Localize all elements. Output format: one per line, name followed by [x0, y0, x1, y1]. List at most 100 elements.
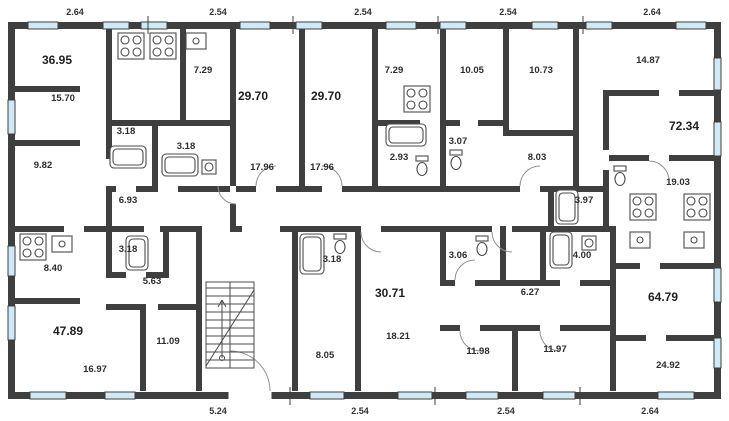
window — [585, 21, 613, 30]
room-area-label: 11.09 — [156, 336, 179, 347]
dimension-label: 2.54 — [499, 7, 517, 17]
door-arc — [648, 160, 670, 182]
window — [713, 337, 722, 369]
interior-walls — [8, 29, 721, 391]
sink-icon — [51, 235, 73, 253]
stove-icon — [683, 193, 711, 221]
toilet-icon — [449, 149, 463, 171]
window — [439, 21, 467, 30]
room-area-label: 16.97 — [83, 364, 107, 375]
top-dimensions-group: 2.64 2.54 2.54 2.54 2.64 — [66, 7, 661, 17]
apartment-area-label: 72.34 — [669, 119, 699, 133]
washer-icon — [201, 159, 217, 175]
bathtub-icon — [299, 233, 325, 275]
room-area-label: 6.93 — [119, 195, 138, 206]
room-area-labels-group: 15.70 9.82 7.29 3.18 3.18 6.93 17.96 17.… — [34, 55, 690, 375]
apartment-area-label: 29.70 — [238, 89, 268, 103]
sink-icon — [185, 32, 207, 50]
bathtub-icon — [109, 145, 147, 169]
dimension-label: 2.54 — [351, 406, 369, 416]
room-area-label: 8.40 — [44, 263, 63, 274]
room-area-label: 11.97 — [543, 344, 566, 355]
room-area-label: 11.98 — [466, 346, 489, 357]
window — [102, 21, 130, 30]
fixtures-group — [19, 32, 711, 275]
room-area-label: 3.18 — [119, 244, 138, 255]
apartment-area-label: 64.79 — [648, 290, 678, 304]
entrance-opening — [227, 350, 273, 399]
window — [140, 21, 168, 30]
window — [27, 21, 59, 30]
toilet-icon — [475, 235, 489, 257]
bottom-dimensions-group: 5.24 2.54 2.54 2.64 — [209, 406, 659, 416]
stove-icon — [19, 233, 47, 261]
room-area-label: 10.73 — [529, 65, 553, 76]
window — [713, 57, 722, 91]
room-area-label: 9.82 — [34, 160, 53, 171]
room-area-label: 15.70 — [51, 93, 75, 104]
stove-icon — [117, 32, 145, 60]
dimension-label: 2.64 — [643, 7, 661, 17]
toilet-icon — [613, 165, 627, 187]
room-area-label: 3.18 — [117, 126, 136, 137]
dimension-label: 2.54 — [209, 7, 227, 17]
door-arcs-group — [217, 160, 670, 352]
window — [713, 121, 722, 157]
window — [542, 391, 576, 400]
washer-icon — [581, 235, 597, 251]
room-area-label: 3.97 — [575, 195, 594, 206]
dimension-label: 2.54 — [497, 406, 515, 416]
dimension-label: 2.54 — [354, 7, 372, 17]
window — [385, 21, 417, 30]
bathtub-icon — [125, 235, 149, 271]
door-arc — [539, 330, 561, 352]
room-area-label: 14.87 — [636, 55, 660, 66]
room-area-label: 3.18 — [177, 141, 196, 152]
window — [7, 305, 16, 341]
room-area-label: 8.03 — [528, 152, 547, 163]
dimension-label: 2.64 — [66, 7, 84, 17]
section-ticks-group — [147, 16, 584, 405]
room-area-label: 5.63 — [143, 276, 162, 287]
room-area-label: 6.27 — [521, 287, 540, 298]
room-area-label: 2.93 — [390, 152, 409, 163]
door-arc — [217, 185, 237, 205]
window — [675, 21, 707, 30]
apartment-area-label: 47.89 — [53, 324, 83, 338]
door-arc — [459, 330, 481, 352]
room-area-label: 24.92 — [656, 360, 680, 371]
stove-icon — [149, 32, 177, 60]
room-area-label: 7.29 — [194, 65, 213, 76]
window — [7, 99, 16, 135]
room-area-label: 18.21 — [386, 331, 410, 342]
bathtub-icon — [555, 189, 579, 225]
toilet-icon — [333, 233, 347, 255]
apartment-area-label: 36.95 — [42, 53, 72, 67]
window — [397, 391, 433, 400]
window — [713, 267, 722, 303]
window — [104, 391, 136, 400]
window — [657, 391, 695, 400]
door-arc — [321, 165, 343, 187]
window — [29, 391, 67, 400]
stove-icon — [629, 193, 657, 221]
room-area-label: 3.18 — [323, 254, 342, 265]
window — [7, 245, 16, 277]
bathtub-icon — [549, 231, 573, 269]
apartment-area-label: 30.71 — [375, 286, 405, 300]
window — [309, 391, 345, 400]
door-arc — [519, 165, 541, 187]
sink-icon — [683, 231, 705, 249]
room-area-label: 4.00 — [573, 250, 592, 261]
door-arc — [491, 231, 513, 253]
window — [239, 21, 271, 30]
room-area-label: 17.96 — [250, 162, 274, 173]
window — [531, 21, 559, 30]
door-arc — [454, 259, 476, 281]
door-arc — [255, 165, 277, 187]
stove-icon — [403, 85, 431, 113]
windows-group — [7, 21, 722, 400]
room-area-label: 8.05 — [316, 350, 335, 361]
dimension-label: 2.64 — [641, 406, 659, 416]
